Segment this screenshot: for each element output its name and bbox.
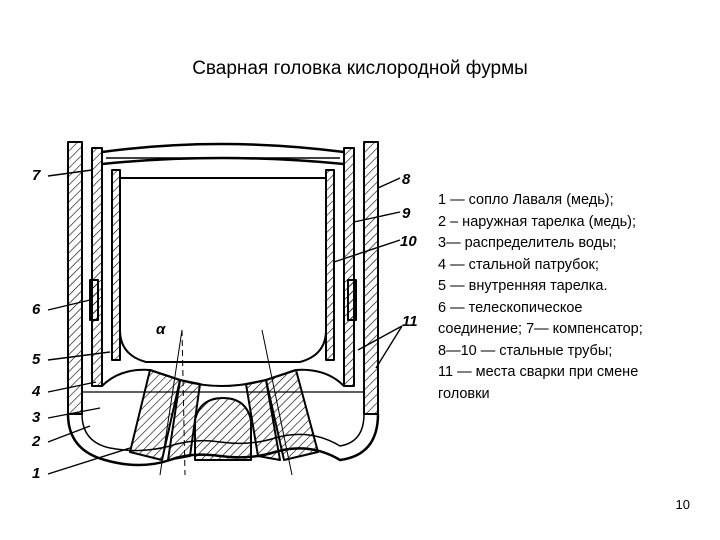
telescopic-joint-left — [89, 279, 99, 321]
legend-line: 8—10 — стальные трубы; — [438, 342, 613, 359]
page-number: 10 — [675, 497, 690, 512]
legend-line: 6 — телескопическое — [438, 299, 583, 316]
callout-6: 6 — [32, 301, 41, 318]
callout-5: 5 — [32, 351, 41, 368]
inner-pipe-right — [343, 147, 355, 387]
outer-wall-left — [67, 141, 83, 415]
legend-line: 2 – наружная тарелка (медь); — [438, 213, 637, 230]
callout-2: 2 — [31, 433, 41, 450]
inner-cavity — [119, 177, 327, 363]
angle-alpha-label: α — [156, 321, 166, 338]
callout-11: 11 — [402, 313, 418, 330]
callout-8: 8 — [402, 171, 411, 188]
oxygen-lance-head-drawing: 7 8 9 10 6 11 5 4 3 2 1 α — [31, 141, 418, 482]
legend-line: 1 — сопло Лаваля (медь); — [438, 192, 614, 208]
legend-line: головки — [438, 385, 490, 402]
callout-1: 1 — [32, 465, 40, 482]
slide-title: Сварная головка кислородной фурмы — [192, 58, 528, 79]
inner-dish — [101, 368, 345, 387]
compensator — [101, 142, 345, 166]
callout-3: 3 — [32, 409, 41, 426]
callout-7: 7 — [32, 167, 41, 184]
middle-pipe-right — [325, 169, 335, 361]
middle-pipe-left — [111, 169, 121, 361]
central-boss — [194, 397, 252, 461]
laval-nozzle-right — [265, 369, 319, 461]
legend-line: 5 — внутренняя тарелка. — [438, 278, 608, 294]
legend-line: 4 — стальной патрубок; — [438, 256, 599, 273]
legend: 1 — сопло Лаваля (медь); 2 – наружная та… — [438, 190, 708, 405]
legend-line: 11 — места сварки при смене — [438, 364, 639, 380]
legend-line: 3— распределитель воды; — [438, 235, 617, 251]
inner-pipe-left — [91, 147, 103, 387]
callout-10: 10 — [400, 233, 417, 250]
callout-9: 9 — [402, 205, 411, 222]
callout-4: 4 — [31, 383, 41, 400]
outer-wall-right — [363, 141, 379, 415]
legend-line: соединение; 7— компенсатор; — [438, 321, 643, 337]
telescopic-joint-right — [347, 279, 357, 321]
